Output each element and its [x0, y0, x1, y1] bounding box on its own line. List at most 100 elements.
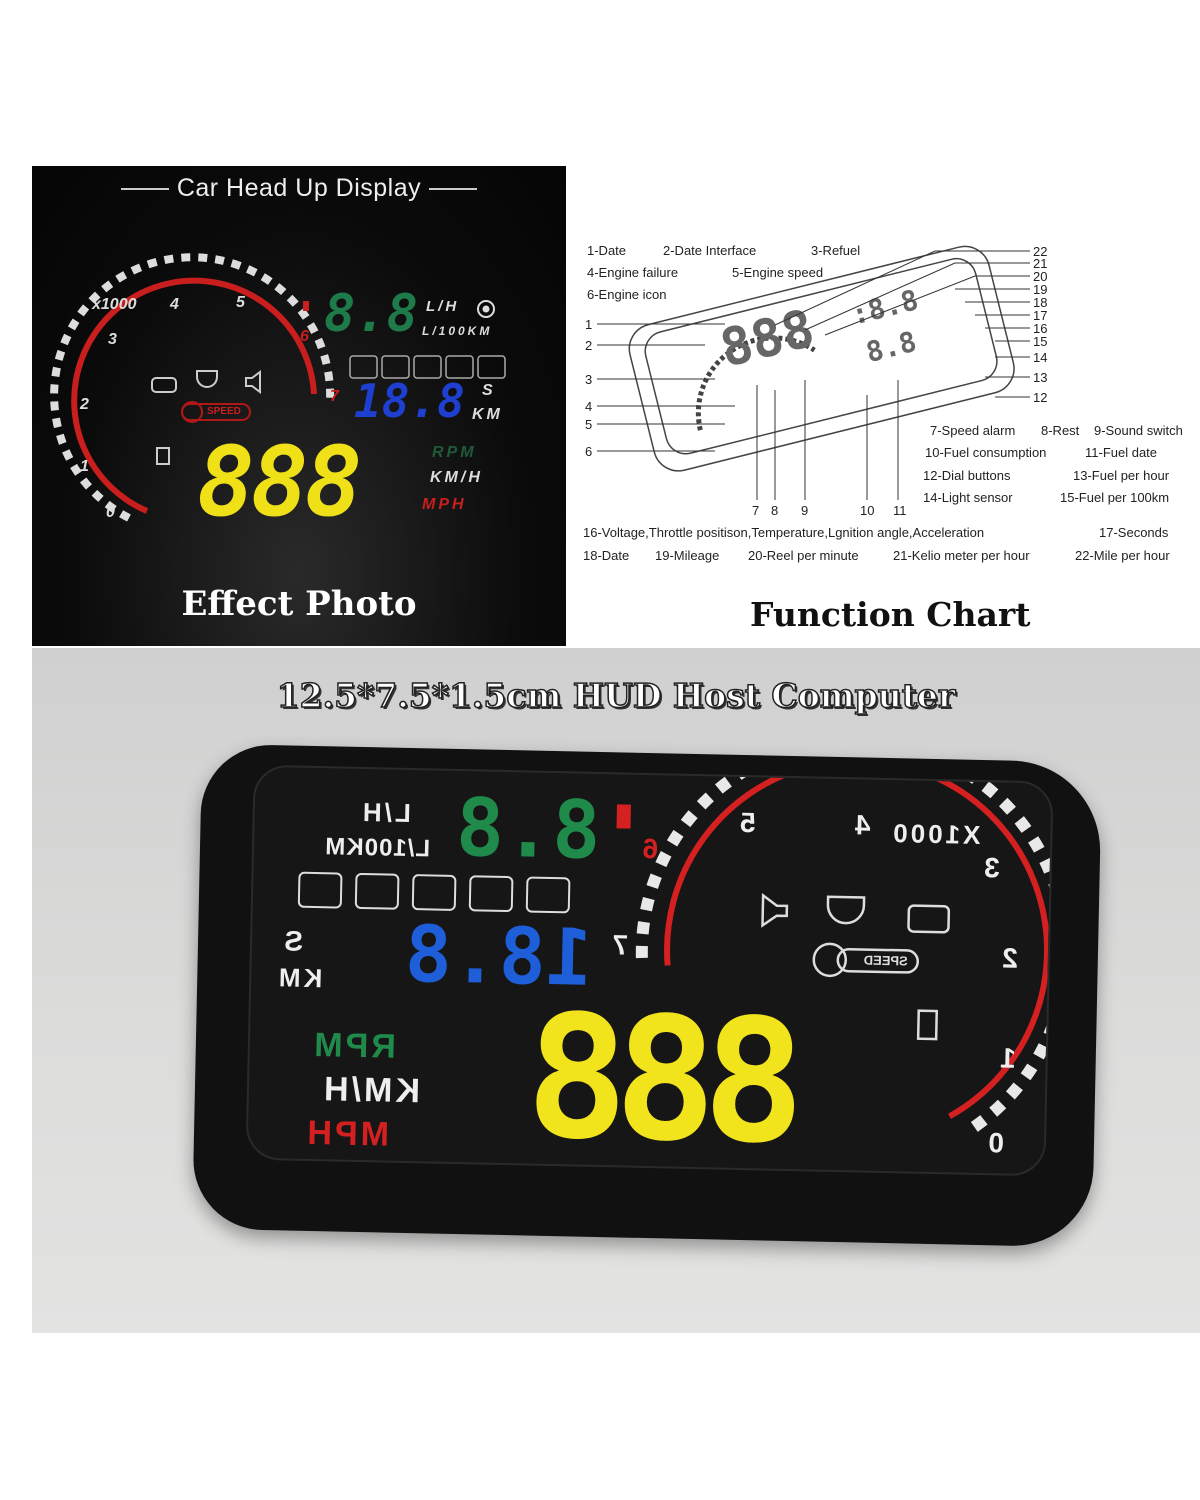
- warning-indicator: [303, 301, 309, 311]
- svg-text:8.8: 8.8: [863, 325, 920, 369]
- fuel-unit-l100km: L/100KM: [422, 324, 493, 338]
- callout-number: 9: [801, 503, 809, 518]
- rpm-tick-label: 4: [851, 809, 871, 841]
- legend-item: 15-Fuel per 100km: [1060, 490, 1170, 505]
- legend-item: 21-Kelio meter per hour: [893, 548, 1030, 563]
- warning-icons: [181, 401, 251, 423]
- function-chart: 1-Date 2-Date Interface 3-Refuel 4-Engin…: [575, 235, 1200, 635]
- mph-unit: MPH: [422, 496, 467, 513]
- legend-item: 6-Engine icon: [587, 287, 667, 302]
- callout-number: 17: [1033, 308, 1048, 323]
- legend-item: 16-Voltage,Throttle positison,Temperatur…: [583, 525, 985, 540]
- engine-icon: [907, 904, 951, 934]
- callout-number: 18: [1033, 295, 1048, 310]
- tachometer-gauge: [297, 766, 1052, 1132]
- rpm-tick-label: 0: [106, 504, 118, 521]
- callout-number: 5: [585, 417, 593, 432]
- speed-display: 888: [538, 978, 808, 1177]
- callout-number: 14: [1033, 350, 1048, 365]
- rpm-tick-label: 0: [985, 1127, 1005, 1159]
- hud-device: X1000 0 1 2 3 4 5 6 7 8.8 L/H L/100KM 18…: [192, 743, 1102, 1248]
- fuel-unit-l100km: L/100KM: [324, 833, 431, 863]
- callout-number: 3: [585, 372, 593, 387]
- rpm-tick-ring: [635, 766, 1052, 1132]
- fuel-consumption-display: 8.8: [455, 780, 602, 877]
- seconds-unit: S: [281, 925, 304, 957]
- legend-item: 19-Mileage: [655, 548, 720, 563]
- legend-item: 18-Date: [583, 548, 630, 563]
- rpm-multiplier-label: x1000: [92, 296, 137, 313]
- callout-number: 13: [1033, 370, 1048, 385]
- rpm-tick-label: 3: [108, 331, 120, 348]
- rpm-tick-label: 5: [736, 806, 756, 839]
- speed-alarm-icon: [836, 947, 920, 974]
- legend-item: 12-Dial buttons: [923, 468, 1011, 483]
- rpm-tick-label: 6: [639, 832, 659, 865]
- coffee-cup-icon: [826, 895, 866, 925]
- callout-number: 20: [1033, 269, 1048, 284]
- rpm-tick-label: 2: [998, 942, 1019, 974]
- rpm-tick-ring: [50, 253, 335, 522]
- callout-number: 16: [1033, 321, 1048, 336]
- callout-number: 6: [585, 444, 593, 459]
- device-photo: 12.5*7.5*1.5cm HUD Host Computer: [32, 648, 1200, 1333]
- speed-display: 888: [197, 426, 362, 538]
- mode-icons: [349, 355, 506, 379]
- mph-unit: MPH: [304, 1113, 390, 1154]
- callout-number: 21: [1033, 256, 1048, 271]
- legend-item: 8-Rest: [1041, 423, 1080, 438]
- rpm-tick-label: 2: [80, 396, 92, 413]
- callout-number: 2: [585, 338, 593, 353]
- rpm-tick-label: 3: [980, 851, 1001, 884]
- kmh-unit: KM/H: [320, 1070, 421, 1111]
- callout-number: 15: [1033, 334, 1048, 349]
- effect-panel-title: Car Head Up Display: [32, 174, 566, 203]
- rpm-tick-label: 6: [300, 328, 312, 345]
- light-sensor-icon: [477, 300, 495, 318]
- speed-alarm-label: SPEED: [207, 406, 241, 417]
- rpm-unit: RPM: [310, 1025, 397, 1066]
- rpm-tick-label: 1: [996, 1042, 1017, 1074]
- callout-number: 22: [1033, 244, 1048, 259]
- rpm-tick-label: 1: [80, 458, 92, 475]
- callout-number: 4: [585, 399, 593, 414]
- legend-item: 9-Sound switch: [1094, 423, 1183, 438]
- callout-number: 8: [771, 503, 779, 518]
- callout-number: 10: [860, 503, 875, 518]
- speaker-icon: [761, 892, 789, 928]
- fuel-pump-icon: [916, 1009, 939, 1041]
- effect-photo-caption: Effect Photo: [181, 584, 417, 624]
- legend-item: 1-Date: [587, 243, 627, 258]
- rpm-tick-label: 7: [330, 388, 342, 405]
- rpm-arc: [71, 277, 317, 514]
- km-unit: KM: [472, 406, 503, 423]
- effect-photo-panel: Car Head Up Display SPEED x1000 0 1 2 3 …: [32, 166, 566, 646]
- function-chart-caption: Function Chart: [750, 595, 1031, 634]
- legend-item: 10-Fuel consumption: [925, 445, 1047, 460]
- speed-alarm-label: SPEED: [863, 952, 908, 969]
- fuel-unit-lh: L/H: [426, 298, 460, 315]
- legend-item: 3-Refuel: [811, 243, 861, 258]
- mirrored-display: X1000 0 1 2 3 4 5 6 7 8.8 L/H L/100KM 18…: [248, 766, 1052, 1177]
- mode-icons: [297, 871, 571, 914]
- title-text: Car Head Up Display: [176, 174, 422, 202]
- seconds-unit: S: [482, 382, 496, 399]
- distance-display: 18.8: [354, 374, 465, 428]
- callout-number: 11: [893, 503, 907, 518]
- km-unit: KM: [275, 962, 323, 994]
- callout-number: 12: [1033, 390, 1048, 405]
- rpm-tick-label: 4: [170, 296, 182, 313]
- fuel-consumption-display: 8.8: [324, 284, 418, 344]
- fuel-unit-lh: L/H: [359, 796, 412, 829]
- legend-item: 20-Reel per minute: [748, 548, 859, 563]
- legend-item: 5-Engine speed: [732, 265, 824, 280]
- legend-item: 17-Seconds: [1099, 525, 1169, 540]
- legend-item: 11-Fuel date: [1085, 445, 1158, 460]
- legend-item: 2-Date Interface: [663, 243, 757, 258]
- legend-item: 14-Light sensor: [923, 490, 1013, 505]
- coffee-cup-icon: [196, 370, 218, 388]
- rpm-unit: RPM: [432, 444, 477, 461]
- engine-icon: [151, 377, 177, 393]
- speaker-icon: [245, 370, 261, 394]
- device-photo-title: 12.5*7.5*1.5cm HUD Host Computer: [276, 675, 956, 716]
